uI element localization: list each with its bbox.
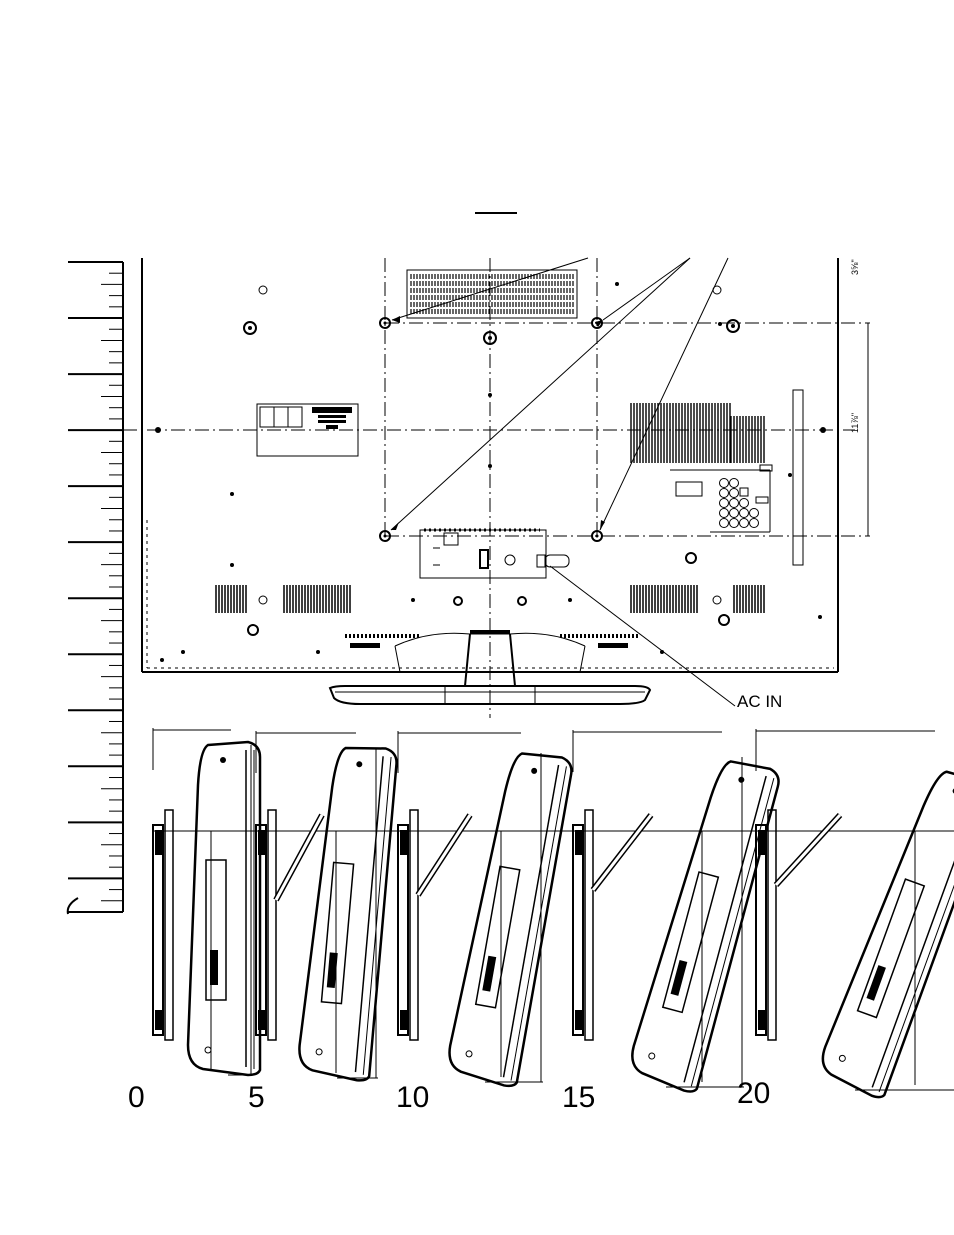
tilt-angle-5: 5 — [248, 1081, 265, 1114]
side-view-15 — [573, 730, 833, 1094]
tilt-angle-15: 15 — [562, 1081, 595, 1114]
tilt-angle-20: 20 — [737, 1077, 770, 1110]
side-view-20 — [756, 729, 954, 1100]
ruler — [68, 262, 123, 914]
tilt-angle-10: 10 — [396, 1081, 429, 1114]
side-views — [153, 728, 954, 1100]
svg-text:11⅞": 11⅞" — [850, 413, 860, 433]
tv-rear-view: 3⅝" 11⅞" — [123, 258, 870, 718]
side-rail — [793, 390, 803, 565]
side-view-0 — [153, 728, 353, 1075]
side-view-10 — [398, 731, 638, 1088]
svg-text:3⅝": 3⅝" — [850, 259, 860, 275]
ac-in-label: AC IN — [737, 692, 782, 711]
center-input-panel — [420, 530, 569, 578]
side-view-5 — [256, 731, 476, 1081]
av-jack-panel — [670, 465, 772, 532]
tilt-angle-0: 0 — [128, 1081, 145, 1114]
